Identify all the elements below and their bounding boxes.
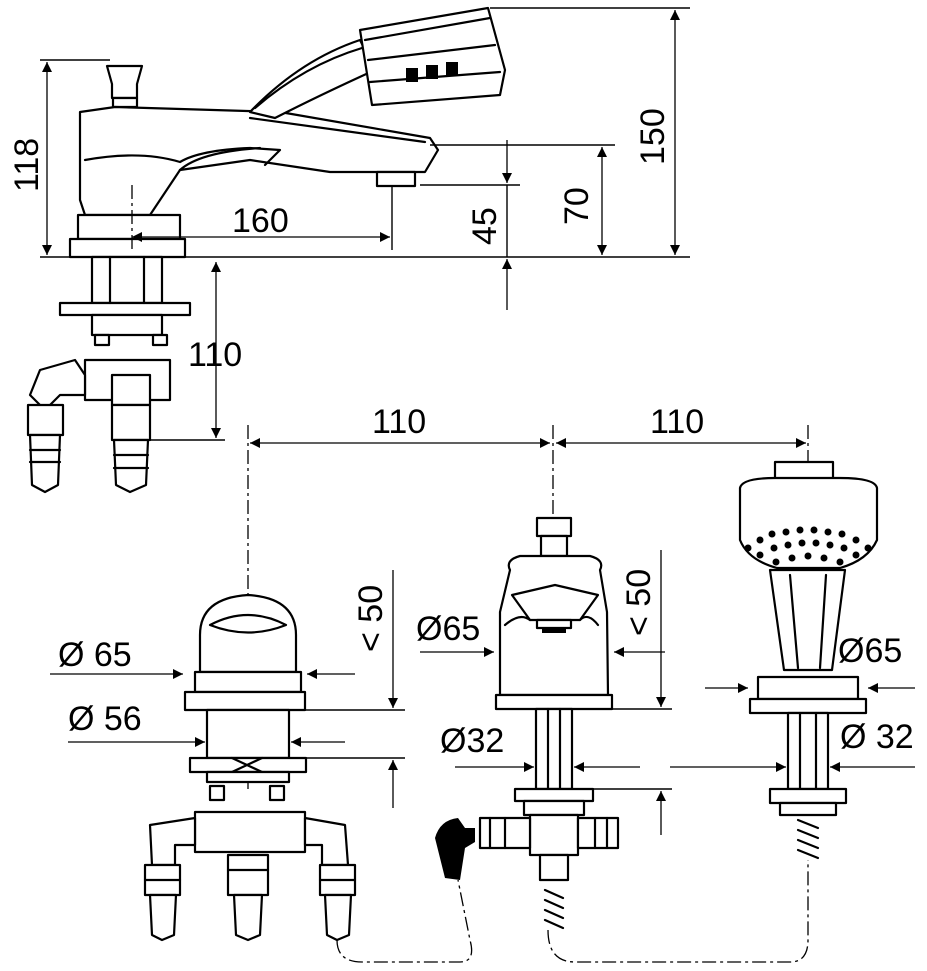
dim-label-110-right: 110: [650, 403, 704, 441]
dim-label-45: 45: [466, 207, 504, 245]
hand-shower-front-view: Ø65 Ø 32: [670, 460, 915, 860]
mixer-front-view: Ø 65 Ø 56 < 50: [50, 570, 405, 942]
dim-label-160: 160: [232, 202, 289, 240]
mixer-body: [68, 105, 440, 259]
spray-nozzles: [744, 526, 872, 566]
dim-label-spout-65: Ø65: [416, 610, 480, 648]
dim-label-spout-50: < 50: [620, 569, 658, 636]
dim-label-spout-32: Ø32: [440, 722, 504, 760]
side-elevation: 118 160 45 70 150 110: [8, 6, 690, 494]
dim-label-110-left: 110: [372, 403, 426, 441]
hand-shower-side: [248, 6, 507, 120]
handle-knob: [105, 64, 144, 109]
dim-label-shower-65: Ø65: [838, 632, 902, 670]
dim-label-mixer-65: Ø 65: [58, 636, 132, 674]
mounting-assembly: [26, 255, 192, 494]
dim-label-70: 70: [558, 187, 596, 225]
dim-label-shower-32: Ø 32: [840, 718, 914, 756]
dim-label-mixer-50: < 50: [352, 585, 390, 652]
shower-hose-path: [336, 860, 809, 963]
dim-label-150: 150: [634, 108, 672, 165]
spout-front-view: Ø65 Ø32 < 50: [416, 516, 672, 930]
dim-label-mixer-56: Ø 56: [68, 700, 142, 738]
dim-label-118: 118: [8, 138, 46, 192]
dim-label-110-vertical: 110: [188, 336, 242, 374]
